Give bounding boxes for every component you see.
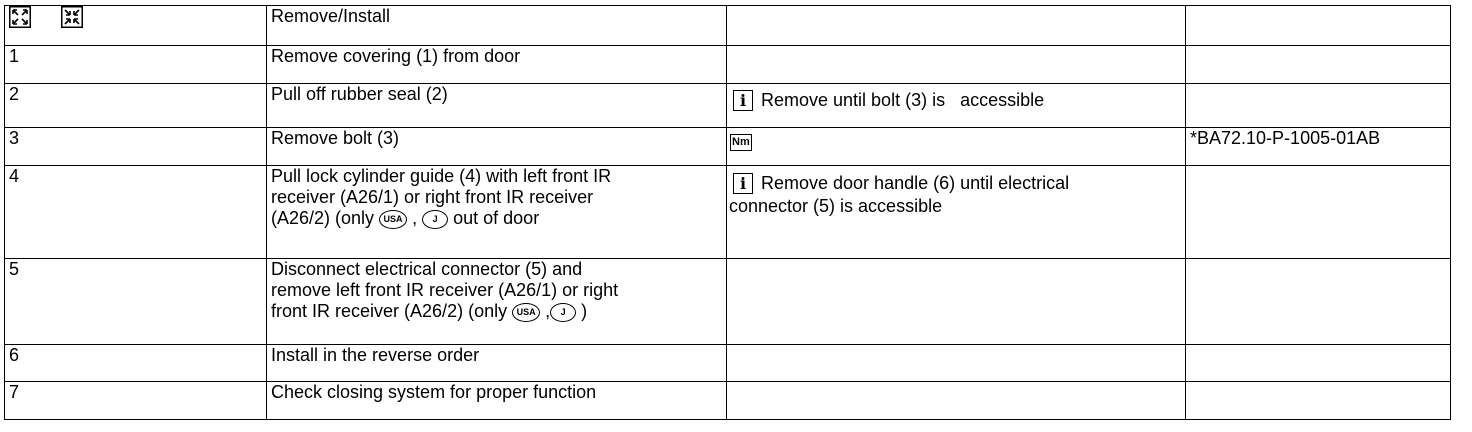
torque-nm-icon[interactable]: Nm bbox=[730, 134, 752, 151]
usa-country-icon[interactable]: USA bbox=[379, 209, 408, 229]
step-note bbox=[726, 45, 1186, 84]
step-text: Check closing system for proper function bbox=[266, 381, 727, 420]
step-note-text: Remove until bolt (3) is accessible bbox=[761, 90, 1045, 110]
step-text-line: receiver (A26/1) or right front IR recei… bbox=[271, 187, 594, 207]
step-number: 6 bbox=[4, 344, 267, 382]
step-text: Pull off rubber seal (2) bbox=[266, 83, 727, 128]
step-ref bbox=[1185, 83, 1451, 128]
step-text-line: Pull lock cylinder guide (4) with left f… bbox=[271, 166, 612, 187]
step-ref bbox=[1185, 258, 1451, 345]
step-row: 5 Disconnect electrical connector (5) an… bbox=[4, 258, 1451, 345]
step-ref bbox=[1185, 165, 1451, 259]
step-text-fragment: , bbox=[412, 208, 418, 228]
header-ref-cell bbox=[1185, 5, 1451, 46]
usa-country-icon[interactable]: USA bbox=[512, 302, 541, 322]
table-header-row: Remove/Install bbox=[4, 5, 1451, 46]
step-text-line: remove left front IR receiver (A26/1) or… bbox=[271, 280, 619, 300]
step-note bbox=[726, 258, 1186, 345]
step-ref bbox=[1185, 45, 1451, 84]
step-text: Install in the reverse order bbox=[266, 344, 727, 382]
expand-icon[interactable] bbox=[9, 6, 31, 28]
step-text-fragment: ) bbox=[581, 301, 588, 321]
step-text: Remove bolt (3) bbox=[266, 127, 727, 166]
info-icon[interactable]: i bbox=[733, 173, 753, 194]
step-text-line: (A26/2) (only USA , J out of door bbox=[271, 208, 726, 229]
step-text: Pull lock cylinder guide (4) with left f… bbox=[266, 165, 727, 259]
step-text-line: Disconnect electrical connector (5) and bbox=[271, 259, 583, 280]
step-number: 1 bbox=[4, 45, 267, 84]
step-row: 7 Check closing system for proper functi… bbox=[4, 381, 1451, 420]
japan-country-icon[interactable]: J bbox=[422, 209, 449, 229]
procedure-title: Remove/Install bbox=[266, 5, 727, 46]
step-row: 6 Install in the reverse order bbox=[4, 344, 1451, 382]
step-text: Remove covering (1) from door bbox=[266, 45, 727, 84]
step-note: i Remove until bolt (3) is accessible bbox=[726, 83, 1186, 128]
step-number: 3 bbox=[4, 127, 267, 166]
step-ref-link[interactable]: *BA72.10-P-1005-01AB bbox=[1185, 127, 1451, 166]
step-number: 7 bbox=[4, 381, 267, 420]
step-note: i Remove door handle (6) until electrical… bbox=[726, 165, 1186, 259]
step-ref bbox=[1185, 344, 1451, 382]
step-note: Nm bbox=[726, 127, 1186, 166]
step-ref bbox=[1185, 381, 1451, 420]
step-text-fragment: , bbox=[545, 301, 551, 321]
step-text-fragment: out of door bbox=[453, 208, 540, 228]
step-row: 1 Remove covering (1) from door bbox=[4, 45, 1451, 84]
header-note-cell bbox=[726, 5, 1186, 46]
step-row: 4 Pull lock cylinder guide (4) with left… bbox=[4, 165, 1451, 259]
step-note bbox=[726, 344, 1186, 382]
info-icon[interactable]: i bbox=[733, 90, 753, 111]
collapse-icon[interactable] bbox=[61, 6, 84, 28]
step-note-text: Remove door handle (6) until electrical bbox=[761, 173, 1070, 193]
expand-collapse-cell bbox=[4, 5, 267, 46]
step-note bbox=[726, 381, 1186, 420]
procedure-table: Remove/Install 1 Remove covering (1) fro… bbox=[4, 5, 1451, 420]
step-row: 2 Pull off rubber seal (2) i Remove until… bbox=[4, 83, 1451, 128]
step-text-line: front IR receiver (A26/2) (only USA ,J ) bbox=[271, 301, 726, 322]
step-number: 2 bbox=[4, 83, 267, 128]
japan-country-icon[interactable]: J bbox=[550, 302, 577, 322]
step-text-fragment: (A26/2) (only bbox=[271, 208, 375, 228]
step-number: 5 bbox=[4, 258, 267, 345]
step-note-text: connector (5) is accessible bbox=[729, 196, 943, 216]
step-row: 3 Remove bolt (3) Nm *BA72.10-P-1005-01A… bbox=[4, 127, 1451, 166]
step-number: 4 bbox=[4, 165, 267, 259]
step-text: Disconnect electrical connector (5) and … bbox=[266, 258, 727, 345]
step-text-fragment: front IR receiver (A26/2) (only bbox=[271, 301, 508, 321]
